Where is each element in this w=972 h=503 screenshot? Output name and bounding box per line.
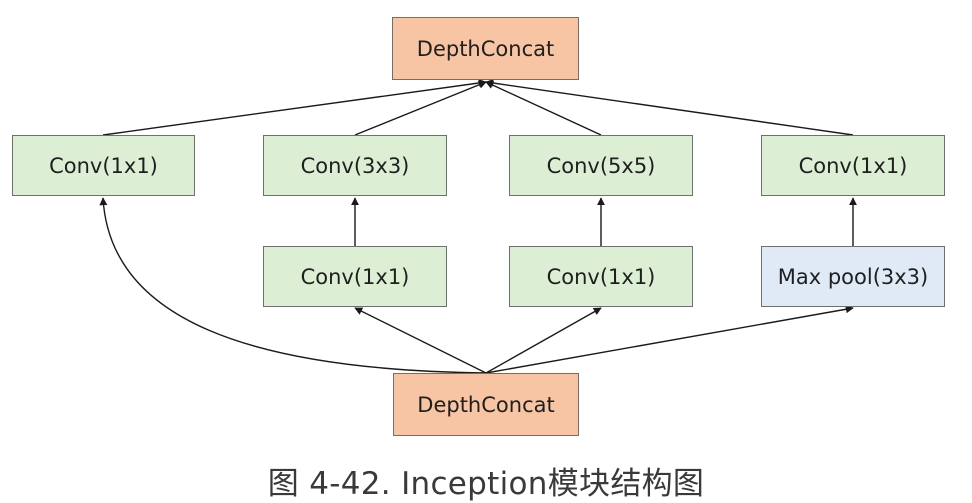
arrow-concat-bottom-to-maxpool <box>485 305 854 374</box>
arrow-conv1x1a-to-concat-top <box>102 79 487 136</box>
arrow-conv1x1d-to-concat-top <box>485 79 854 136</box>
arrow-conv5x5-to-concat-top <box>485 81 602 136</box>
arrow-concat-bottom-to-conv1x1c <box>485 307 602 374</box>
figure-caption: 图 4-42. Inception模块结构图 <box>267 466 705 502</box>
conv-3x3-node: Conv(3x3) <box>263 135 447 196</box>
conv-1x1-node-a: Conv(1x1) <box>12 135 195 196</box>
conv-1x1-node-d: Conv(1x1) <box>761 135 945 196</box>
depthconcat-bottom-node: DepthConcat <box>393 373 579 436</box>
conv-5x5-node: Conv(5x5) <box>509 135 693 196</box>
arrow-conv3x3-to-concat-top <box>354 80 487 136</box>
arrow-concat-bottom-to-conv1x1a <box>99 197 487 374</box>
depthconcat-top-node: DepthConcat <box>392 17 579 80</box>
conv-1x1-node-b: Conv(1x1) <box>263 246 447 307</box>
max-pool-3x3-node: Max pool(3x3) <box>761 246 945 307</box>
arrow-concat-bottom-to-conv1x1b <box>354 307 487 374</box>
conv-1x1-node-c: Conv(1x1) <box>509 246 693 307</box>
